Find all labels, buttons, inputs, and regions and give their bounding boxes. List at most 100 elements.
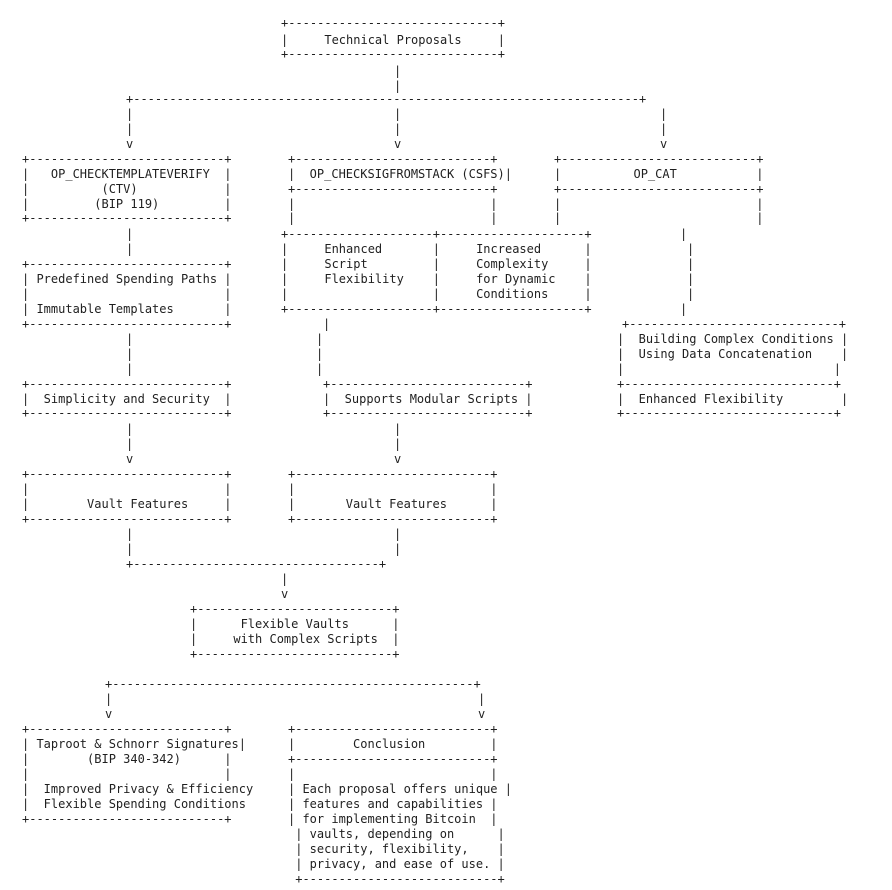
diagram-line-59: | | — [617, 362, 841, 376]
diagram-line-57: | Building Complex Conditions | — [617, 332, 848, 346]
diagram-line-19: +---------------------------+ — [22, 211, 232, 225]
diagram-line-112: | for implementing Bitcoin | — [288, 812, 498, 826]
diagram-line-88: | — [281, 572, 288, 586]
diagram-line-38: | — [680, 227, 687, 241]
diagram-line-81: | Vault Features | — [288, 497, 498, 511]
diagram-line-40: | — [687, 257, 694, 271]
diagram-line-98: v — [478, 707, 485, 721]
diagram-line-68: +---------------------------+ — [323, 406, 533, 420]
diagram-line-26: | OP_CAT | — [554, 167, 764, 181]
diagram-line-79: +---------------------------+ — [288, 467, 498, 481]
diagram-line-94: +---------------------------------------… — [105, 677, 481, 691]
diagram-line-99: +---------------------------+ — [22, 722, 232, 736]
diagram-line-8: | — [660, 107, 667, 121]
diagram-line-1: | Technical Proposals | — [281, 33, 505, 47]
diagram-line-116: +---------------------------+ — [288, 872, 505, 886]
diagram-line-18: | (BIP 119) | — [22, 197, 232, 211]
diagram-line-102: | | — [22, 767, 232, 781]
diagram-line-51: | — [316, 347, 323, 361]
diagram-line-100: | Taproot & Schnorr Signatures| — [22, 737, 246, 751]
diagram-line-115: | privacy, and ease of use. | — [288, 857, 505, 871]
diagram-line-32: +--------------------+------------------… — [281, 227, 592, 241]
diagram-line-28: | | — [554, 197, 764, 211]
diagram-line-93: +---------------------------+ — [190, 647, 400, 661]
diagram-line-109: | | — [288, 767, 498, 781]
diagram-line-35: | Flexibility | for Dynamic | — [281, 272, 592, 286]
diagram-line-31: | — [126, 242, 133, 256]
diagram-line-107: | Conclusion | — [288, 737, 498, 751]
diagram-line-47: | Immutable Templates | — [22, 302, 232, 316]
diagram-line-113: | vaults, depending on | — [288, 827, 505, 841]
diagram-line-23: | | — [288, 197, 498, 211]
diagram-line-5: +---------------------------------------… — [126, 92, 646, 106]
diagram-line-74: v — [394, 452, 401, 466]
diagram-line-34: | Script | Complexity | — [281, 257, 592, 271]
diagram-line-103: | Improved Privacy & Efficiency — [22, 782, 253, 796]
diagram-line-16: | OP_CHECKTEMPLATEVERIFY | — [22, 167, 232, 181]
diagram-line-22: +---------------------------+ — [288, 182, 498, 196]
diagram-line-2: +-----------------------------+ — [281, 47, 505, 61]
diagram-line-39: | — [687, 242, 694, 256]
diagram-line-73: | — [394, 437, 401, 451]
diagram-line-4: | — [394, 79, 401, 93]
diagram-line-110: | Each proposal offers unique | — [288, 782, 512, 796]
diagram-line-89: v — [281, 587, 288, 601]
diagram-line-86: | — [394, 542, 401, 556]
diagram-line-10: | — [394, 122, 401, 136]
diagram-line-13: v — [394, 137, 401, 151]
diagram-line-33: | Enhanced | Increased | — [281, 242, 592, 256]
diagram-line-62: +-----------------------------+ — [617, 406, 841, 420]
diagram-line-43: | — [680, 302, 687, 316]
diagram-line-49: | — [323, 317, 330, 331]
diagram-line-65: +---------------------------+ — [22, 406, 232, 420]
diagram-line-12: v — [126, 137, 133, 151]
diagram-line-15: +---------------------------+ — [22, 152, 232, 166]
diagram-line-72: | — [394, 422, 401, 436]
diagram-line-76: | | — [22, 482, 232, 496]
diagram-line-69: | — [126, 422, 133, 436]
diagram-line-11: | — [660, 122, 667, 136]
diagram-line-0: +-----------------------------+ — [281, 16, 505, 30]
diagram-line-55: | — [126, 362, 133, 376]
diagram-line-101: | (BIP 340-342) | — [22, 752, 232, 766]
diagram-line-52: | — [316, 362, 323, 376]
diagram-line-42: | — [687, 287, 694, 301]
diagram-line-45: | Predefined Spending Paths | — [22, 272, 232, 286]
diagram-line-92: | with Complex Scripts | — [190, 632, 400, 646]
diagram-line-9: | — [126, 122, 133, 136]
diagram-line-53: | — [126, 332, 133, 346]
diagram-line-58: | Using Data Concatenation | — [617, 347, 848, 361]
diagram-line-111: | features and capabilities | — [288, 797, 498, 811]
diagram-line-54: | — [126, 347, 133, 361]
diagram-line-97: v — [105, 707, 112, 721]
diagram-line-21: | OP_CHECKSIGFROMSTACK (CSFS)| — [288, 167, 512, 181]
diagram-line-50: | — [316, 332, 323, 346]
diagram-line-84: | — [126, 542, 133, 556]
diagram-line-46: | | — [22, 287, 232, 301]
diagram-line-56: +-----------------------------+ — [622, 317, 846, 331]
diagram-line-71: v — [126, 452, 133, 466]
diagram-line-6: | — [126, 107, 133, 121]
diagram-line-27: +---------------------------+ — [554, 182, 764, 196]
diagram-line-48: +---------------------------+ — [22, 317, 232, 331]
diagram-line-60: +-----------------------------+ — [617, 377, 841, 391]
diagram-line-29: | | — [554, 211, 764, 225]
diagram-line-17: | (CTV) | — [22, 182, 232, 196]
diagram-line-30: | — [126, 227, 133, 241]
diagram-line-90: +---------------------------+ — [190, 602, 400, 616]
diagram-line-83: | — [126, 527, 133, 541]
diagram-line-63: +---------------------------+ — [22, 377, 232, 391]
diagram-line-108: +---------------------------+ — [288, 752, 498, 766]
diagram-line-114: | security, flexibility, | — [288, 842, 505, 856]
diagram-line-37: +--------------------+------------------… — [281, 302, 592, 316]
diagram-line-64: | Simplicity and Security | — [22, 392, 232, 406]
diagram-line-78: +---------------------------+ — [22, 512, 232, 526]
diagram-line-91: | Flexible Vaults | — [190, 617, 400, 631]
diagram-line-36: | | Conditions | — [281, 287, 592, 301]
diagram-line-66: +---------------------------+ — [323, 377, 533, 391]
lines: +-----------------------------+| Technic… — [22, 16, 848, 886]
diagram-line-106: +---------------------------+ — [288, 722, 498, 736]
diagram-line-96: | — [478, 692, 485, 706]
diagram-line-61: | Enhanced Flexibility | — [617, 392, 848, 406]
diagram-line-44: +---------------------------+ — [22, 257, 232, 271]
